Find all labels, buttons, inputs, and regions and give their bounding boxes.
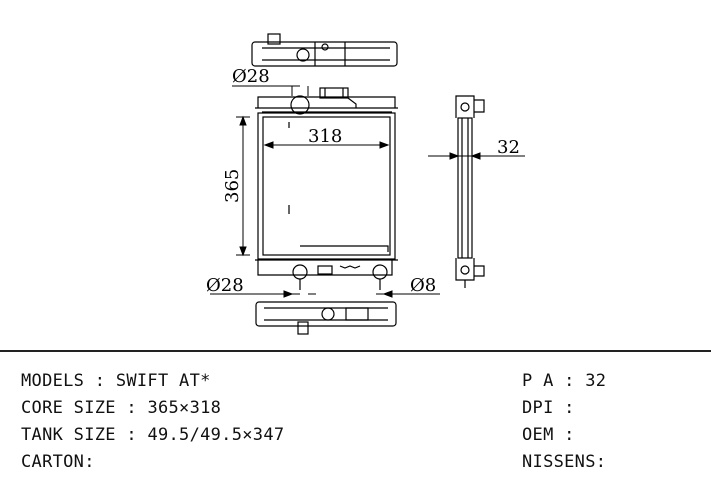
spec-models: MODELS : SWIFT AT* <box>21 371 211 391</box>
spec-oem: OEM : <box>522 425 586 445</box>
spec-nissens: NISSENS: <box>522 452 607 472</box>
spec-dpi: DPI : <box>522 398 586 418</box>
spec-pa: P A : 32 <box>522 371 607 391</box>
bottom-tank-side-view <box>255 259 398 290</box>
top-tank-top-view <box>251 33 398 67</box>
dimension-lines <box>210 85 525 298</box>
bottom-tank-top-view <box>255 301 397 335</box>
top-tank-side-view <box>255 87 398 115</box>
radiator-technical-drawing: Ø28 318 365 Ø28 Ø8 32 <box>206 33 525 335</box>
dim-core-thickness: 32 <box>497 137 520 158</box>
spec-core-size: CORE SIZE : 365×318 <box>21 398 222 418</box>
dim-inlet-diameter: Ø28 <box>232 66 270 87</box>
spec-tank-size: TANK SIZE : 49.5/49.5×347 <box>21 425 285 445</box>
radiator-side-view <box>455 95 485 288</box>
dim-core-width: 318 <box>308 126 342 147</box>
dim-core-height: 365 <box>222 169 243 203</box>
section-divider <box>0 350 711 352</box>
radiator-core <box>257 112 396 260</box>
spec-carton: CARTON: <box>21 452 95 472</box>
dim-drain-diameter: Ø8 <box>410 275 436 296</box>
dim-outlet-diameter: Ø28 <box>206 275 244 296</box>
